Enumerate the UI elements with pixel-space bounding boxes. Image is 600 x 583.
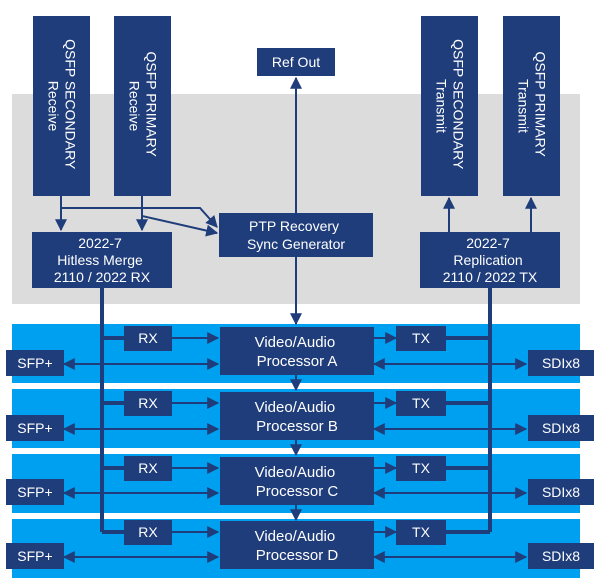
svg-text:2022-7 Hitless Merge: 2022-7 Hitless Merge 2110 / 2022 RX xyxy=(54,235,151,285)
lane-d: RX TX Video/Audio Processor D SFP+ SDIx8 xyxy=(6,505,594,569)
qsfp-primary-transmit: QSFP PRIMARY Transmit xyxy=(503,16,560,196)
svg-text:RX: RX xyxy=(138,395,158,411)
ptp-recovery-box: PTP Recovery Sync Generator xyxy=(219,213,373,257)
svg-text:Ref Out: Ref Out xyxy=(272,54,320,70)
svg-text:RX: RX xyxy=(138,330,158,346)
svg-text:Video/Audio Processor A: Video/Audio Processor A xyxy=(255,334,340,370)
svg-text:TX: TX xyxy=(412,524,431,540)
hitless-merge-box: 2022-7 Hitless Merge 2110 / 2022 RX xyxy=(32,232,172,288)
replication-box: 2022-7 Replication 2110 / 2022 TX xyxy=(420,232,560,288)
svg-text:SFP+: SFP+ xyxy=(17,420,52,436)
lane-b: RX TX Video/Audio Processor B SFP+ SDIx8 xyxy=(6,375,594,441)
qsfp-secondary-receive: QSFP SECONDARY Receive xyxy=(33,16,90,196)
svg-text:QSFP PRIMARY Receive: QSFP PRIMARY Receive xyxy=(127,52,160,161)
svg-text:QSFP PRIMARY Transmit: QSFP PRIMARY Transmit xyxy=(516,52,549,161)
svg-text:Video/Audio Processor B: Video/Audio Processor B xyxy=(255,399,340,435)
svg-text:RX: RX xyxy=(138,460,158,476)
svg-text:SDIx8: SDIx8 xyxy=(542,548,580,564)
svg-text:RX: RX xyxy=(138,524,158,540)
svg-text:QSFP SECONDARY Transmit: QSFP SECONDARY Transmit xyxy=(434,39,467,173)
svg-text:Video/Audio Processor C: Video/Audio Processor C xyxy=(255,464,340,500)
svg-text:SDIx8: SDIx8 xyxy=(542,420,580,436)
svg-text:Video/Audio Processor D: Video/Audio Processor D xyxy=(255,528,340,564)
lane-c: RX TX Video/Audio Processor C SFP+ SDIx8 xyxy=(6,440,594,505)
svg-text:2022-7 Replication: 2022-7 Replication 2110 / 2022 TX xyxy=(443,235,538,285)
svg-text:SDIx8: SDIx8 xyxy=(542,355,580,371)
svg-text:SFP+: SFP+ xyxy=(17,548,52,564)
svg-text:TX: TX xyxy=(412,330,431,346)
svg-text:PTP Recovery Sync Genera: PTP Recovery Sync Generator xyxy=(247,218,345,252)
qsfp-primary-receive: QSFP PRIMARY Receive xyxy=(114,16,171,196)
svg-text:QSFP SECONDARY Receive: QSFP SECONDARY Receive xyxy=(46,39,79,173)
qsfp-secondary-transmit: QSFP SECONDARY Transmit xyxy=(421,16,478,196)
lane-a: RX TX Video/Audio Processor A SFP+ SDIx8 xyxy=(6,326,594,376)
svg-text:TX: TX xyxy=(412,395,431,411)
ref-out-box: Ref Out xyxy=(257,48,335,76)
svg-text:SFP+: SFP+ xyxy=(17,355,52,371)
svg-text:TX: TX xyxy=(412,460,431,476)
svg-text:SDIx8: SDIx8 xyxy=(542,484,580,500)
svg-text:SFP+: SFP+ xyxy=(17,484,52,500)
